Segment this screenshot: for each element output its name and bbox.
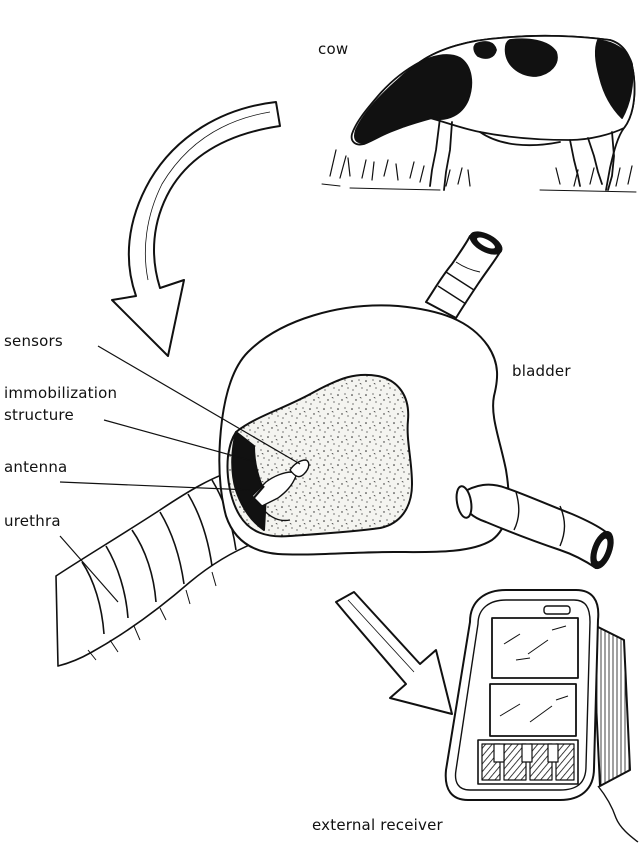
immobilization-label-line1: immobilization bbox=[4, 384, 117, 403]
cow-illustration bbox=[322, 36, 636, 192]
ureter-top bbox=[426, 228, 505, 318]
receiver-screen-bottom bbox=[490, 684, 576, 736]
external-receiver-device bbox=[446, 590, 638, 842]
urethra-label: urethra bbox=[4, 512, 61, 531]
immobilization-label-line2: structure bbox=[4, 406, 74, 425]
antenna-label: antenna bbox=[4, 458, 67, 477]
sensors-label: sensors bbox=[4, 332, 63, 351]
bladder-label: bladder bbox=[512, 362, 571, 381]
curved-arrow-cow-to-bladder bbox=[112, 102, 280, 356]
arrow-to-receiver bbox=[336, 592, 452, 714]
cow-label: cow bbox=[318, 40, 348, 59]
receiver-screen-top bbox=[492, 618, 578, 678]
external-receiver-label: external receiver bbox=[312, 816, 443, 835]
